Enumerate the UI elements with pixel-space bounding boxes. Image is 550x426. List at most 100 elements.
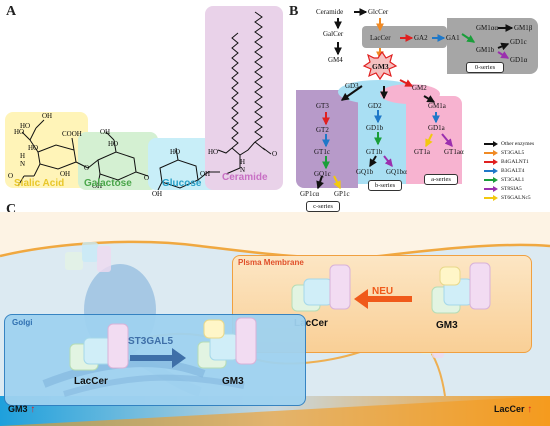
atom-ho-5: HO <box>170 148 180 156</box>
node-ga1: GA1 <box>446 34 460 42</box>
atom-o-3: O <box>144 174 149 182</box>
node-gm3: GM3 <box>372 62 389 71</box>
gm3-pm-label: GM3 <box>436 320 458 331</box>
ceramide-label: Ceramide <box>222 172 268 183</box>
legend-label: ST3GAL1 <box>501 177 525 183</box>
node-gd1c: GD1c <box>510 38 527 46</box>
up-arrow-icon: ↑ <box>27 404 36 415</box>
legend-arrow-icon <box>484 158 498 165</box>
node-laccer: LacCer <box>370 34 391 42</box>
node-gq1b: GQ1b <box>356 168 374 176</box>
node-gd1a-zero: GD1α <box>510 56 528 64</box>
node-gt1c: GT1c <box>314 148 330 156</box>
atom-o-1: O <box>8 172 13 180</box>
legend-label: Other enzymes <box>501 141 535 147</box>
node-glccer: GlcCer <box>368 8 389 16</box>
atom-oh-2: OH <box>60 170 70 178</box>
atom-h-1: H <box>20 152 25 160</box>
sugar-rings <box>17 119 220 191</box>
node-galcer: GalCer <box>323 30 344 38</box>
node-gm4: GM4 <box>328 56 343 64</box>
node-gp1c: GP1c <box>334 190 350 198</box>
galactose-bg <box>78 132 158 190</box>
c-series-label: c-series <box>306 201 340 212</box>
atom-ho-3: HO <box>28 144 38 152</box>
pathway-arrows <box>316 8 514 190</box>
legend-item: ST3GAL1 <box>484 176 534 185</box>
node-gt1b: GT1b <box>366 148 383 156</box>
legend-label: ST3GAL5 <box>501 150 525 156</box>
sialic-acid-label: Sialic Acid <box>14 178 65 189</box>
node-gt2: GT2 <box>316 126 329 134</box>
atom-n-2: N <box>240 166 245 174</box>
node-gt1aa: GT1aα <box>444 148 464 156</box>
gm3-golgi-label: GM3 <box>222 376 244 387</box>
zero-series-bg <box>447 18 538 74</box>
atom-o-2: O <box>84 164 89 172</box>
sialic-acid-bg <box>5 112 88 188</box>
legend-label: ST6GALNc5 <box>501 195 531 201</box>
panel-b-letter: B <box>289 4 299 19</box>
node-gd1a: GD1a <box>428 124 445 132</box>
a-series-label: a-series <box>424 174 458 185</box>
zero-series-label: 0-series <box>466 62 504 73</box>
panel-a-letter: A <box>6 4 17 19</box>
gm3-starburst <box>362 50 398 81</box>
golgi-molecules <box>42 317 257 397</box>
ceramide-bg <box>205 6 283 190</box>
node-gm1b: GM1b <box>476 46 495 54</box>
legend-arrow-icon <box>484 194 498 201</box>
bar-right-label: LacCer ↑ <box>494 404 533 415</box>
bar-left-label: GM3 ↑ <box>8 404 36 415</box>
atom-oh-1: OH <box>42 112 52 120</box>
atom-oh-5: OH <box>152 190 162 198</box>
legend-label: B4GALNT1 <box>501 159 529 165</box>
node-gm1aa: GM1αα <box>476 24 499 32</box>
up-arrow-icon: ↑ <box>524 404 533 415</box>
glucose-label: Glucose <box>162 178 202 189</box>
node-ga2: GA2 <box>414 34 428 42</box>
atom-ho-6: HO <box>208 148 218 156</box>
legend-arrow-icon <box>484 176 498 183</box>
atom-ho-2: HO <box>14 128 24 136</box>
node-gd1b: GD1b <box>366 124 384 132</box>
node-gt1a: GT1a <box>414 148 430 156</box>
ceramide-chains <box>217 11 272 175</box>
legend-item: B4GALNT1 <box>484 158 534 167</box>
node-gm1b-beta: GM1β <box>514 24 533 32</box>
node-gd2: GD2 <box>368 102 382 110</box>
legend-item: ST8SIA5 <box>484 185 534 194</box>
node-gt3: GT3 <box>316 102 329 110</box>
node-gq1c: GQ1c <box>314 170 331 178</box>
panel-c-letter: C <box>6 202 17 217</box>
atom-o-4: O <box>272 150 277 158</box>
st3gal5-arrow-head <box>172 348 186 368</box>
plasma-membrane-label: Plsma Membrane <box>238 258 304 267</box>
st3gal5-label: ST3GAL5 <box>128 336 174 347</box>
legend-item: B3GALT4 <box>484 167 534 176</box>
glucose-bg <box>148 138 223 190</box>
node-ceramide: Ceramide <box>316 8 344 16</box>
galactose-label: Galactose <box>84 178 132 189</box>
legend-arrow-icon <box>484 149 498 156</box>
atom-oh-6: OH <box>200 170 210 178</box>
laccer-golgi-label: LacCer <box>74 376 108 387</box>
pm-molecules <box>291 262 491 314</box>
panel-a-structure: HO OH HO HO COOH H N O O OH HO OH OH O H… <box>5 6 283 198</box>
legend-item: ST6GALNc5 <box>484 194 534 203</box>
node-gm1a: GM1a <box>428 102 446 110</box>
legend-arrow-icon <box>484 167 498 174</box>
atom-oh-3: OH <box>100 128 110 136</box>
node-gd3: GD3 <box>345 82 359 90</box>
legend-item: Other enzymes <box>484 140 534 149</box>
atom-n-1: N <box>20 160 25 168</box>
atom-cooh: COOH <box>62 130 82 138</box>
node-gm2: GM2 <box>412 84 427 92</box>
atom-ho-4: HO <box>108 140 118 148</box>
legend-arrow-icon <box>484 185 498 192</box>
atom-h-2: H <box>240 158 245 166</box>
b-series-label: b-series <box>368 180 402 191</box>
node-gp1ca: GP1cα <box>300 190 320 198</box>
golgi-label: Golgi <box>12 318 33 327</box>
